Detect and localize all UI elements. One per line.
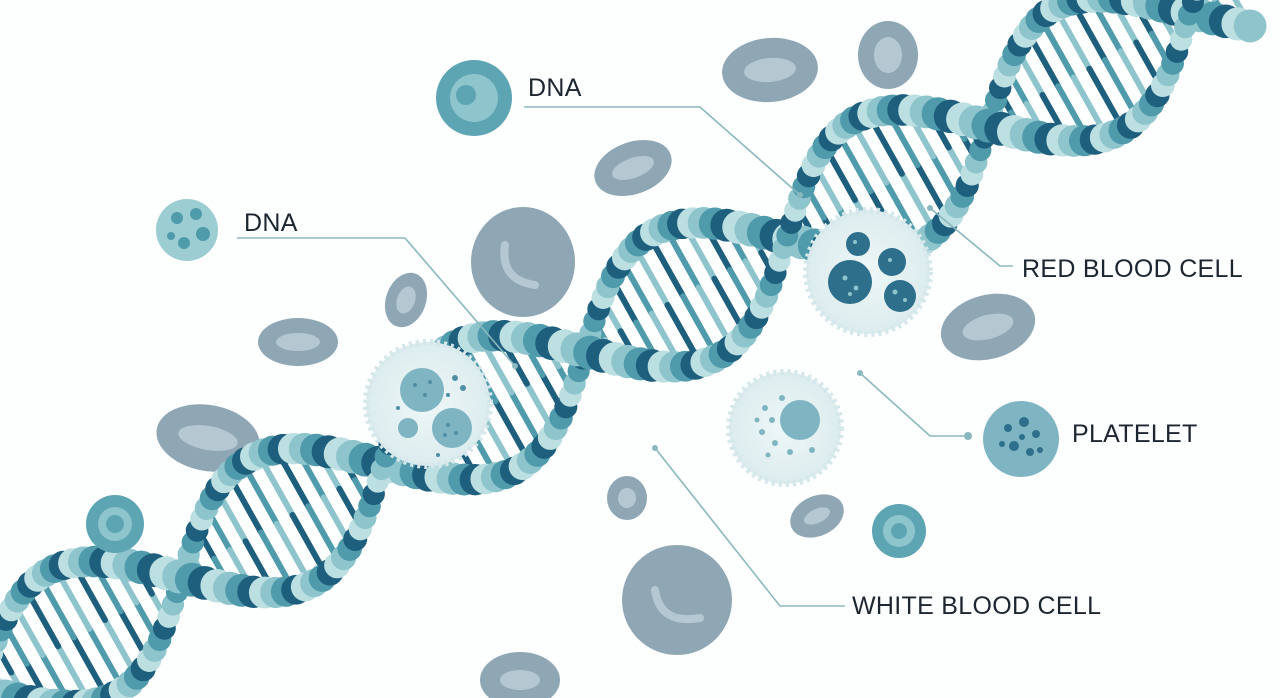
label-dna-left: DNA: [244, 209, 298, 237]
white-blood-cell: [803, 207, 933, 337]
red-blood-cell: [258, 318, 338, 366]
platelet: [156, 199, 218, 261]
red-blood-cell: [594, 139, 672, 197]
dna-nucleotide: [1233, 9, 1267, 43]
leader-line-red-blood-cell: [929, 207, 1013, 267]
red-blood-cell: [722, 37, 818, 103]
platelet: [436, 60, 512, 136]
red-blood-cell: [480, 652, 560, 698]
leader-lines: [237, 106, 1013, 607]
dna-nucleotide: [1181, 0, 1204, 14]
red-blood-cell: [384, 272, 428, 328]
leader-line-platelet: [859, 372, 968, 437]
white-blood-cell: [363, 339, 493, 469]
label-white-blood-cell: WHITE BLOOD CELL: [852, 592, 1102, 620]
leader-line-dna-left: [237, 237, 516, 367]
red-blood-cell: [858, 21, 918, 89]
label-dna-top: DNA: [528, 74, 582, 102]
red-blood-cells: [156, 21, 1036, 698]
platelet: [983, 401, 1059, 477]
platelet: [872, 504, 926, 558]
leader-line-dna-top: [524, 106, 801, 196]
label-platelet: PLATELET: [1072, 420, 1198, 448]
dna-nucleotide: [1193, 0, 1201, 1]
leader-line-white-blood-cell: [654, 447, 845, 607]
white-blood-cell: [726, 369, 844, 487]
red-blood-cell: [622, 545, 732, 655]
red-blood-cell: [790, 494, 844, 538]
platelet: [86, 495, 144, 553]
red-blood-cell: [607, 476, 647, 520]
dna-base-pair: [0, 646, 15, 676]
red-blood-cell: [940, 293, 1036, 361]
red-blood-cell: [471, 207, 575, 317]
label-red-blood-cell: RED BLOOD CELL: [1022, 255, 1243, 283]
